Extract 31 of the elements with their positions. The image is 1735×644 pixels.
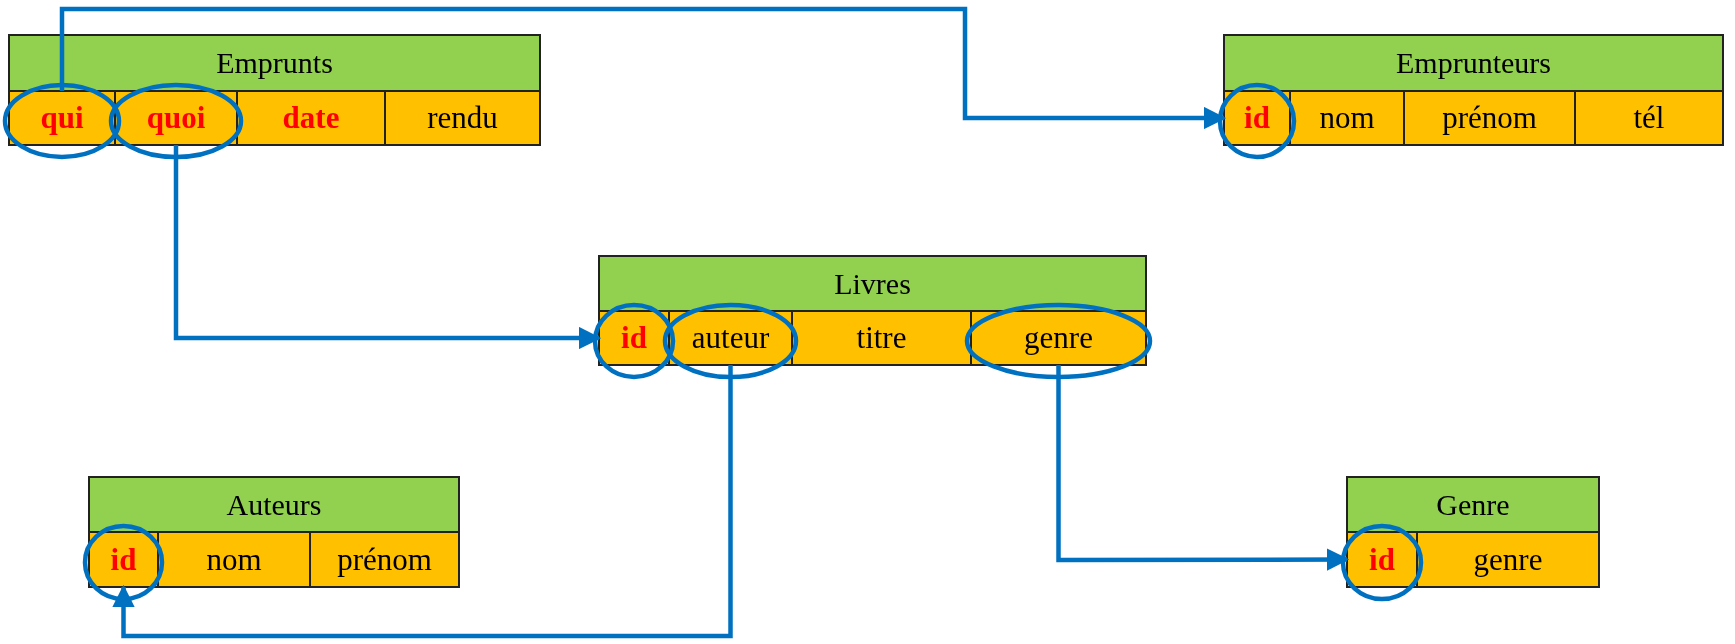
arrow	[112, 365, 733, 639]
database-table	[1224, 35, 1723, 145]
table-title: Emprunteurs	[1224, 35, 1723, 91]
arrow	[173, 145, 602, 350]
arrow	[59, 6, 1227, 130]
table-field: qui	[9, 91, 115, 145]
table-title: Livres	[599, 256, 1146, 311]
table-field: nom	[158, 532, 310, 587]
table-field: tél	[1575, 91, 1723, 145]
database-table	[9, 35, 540, 145]
table-field: id	[599, 311, 669, 365]
table-field: auteur	[669, 311, 792, 365]
table-field: nom	[1290, 91, 1404, 145]
database-table	[1347, 477, 1599, 587]
table-field: genre	[971, 311, 1146, 365]
table-field: rendu	[385, 91, 540, 145]
table-field: quoi	[115, 91, 237, 145]
database-table	[89, 477, 459, 587]
table-title: Genre	[1347, 477, 1599, 532]
table-title: Emprunts	[9, 35, 540, 91]
table-title: Auteurs	[89, 477, 459, 532]
table-field: id	[1347, 532, 1417, 587]
arrow	[1056, 365, 1350, 571]
table-field: date	[237, 91, 385, 145]
table-field: genre	[1417, 532, 1599, 587]
table-field: titre	[792, 311, 971, 365]
database-table	[599, 256, 1146, 365]
table-field: prénom	[1404, 91, 1575, 145]
table-field: id	[89, 532, 158, 587]
table-field: id	[1224, 91, 1290, 145]
table-field: prénom	[310, 532, 459, 587]
